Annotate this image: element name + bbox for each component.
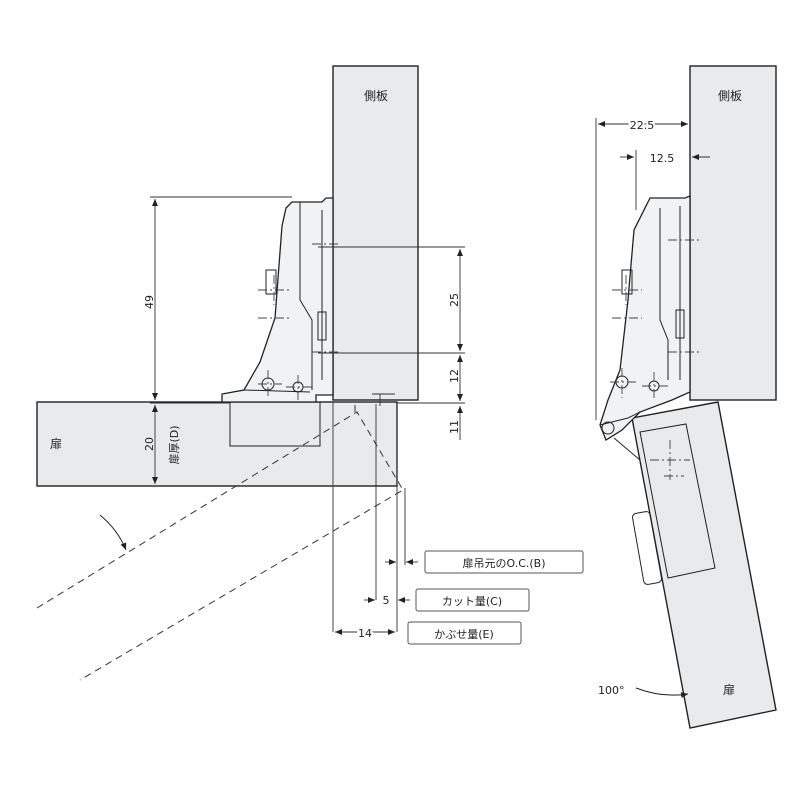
label-c-box: カット量(C) [415, 588, 530, 612]
dim-5: 5 [383, 594, 390, 607]
label-c: カット量(C) [442, 595, 502, 608]
side-panel-label-right: 側板 [718, 89, 742, 103]
dim-25: 25 [448, 293, 461, 307]
label-b-box: 扉吊元のO.C.(B) [424, 550, 584, 574]
hinge-arm-left [221, 197, 334, 403]
door-left [36, 401, 398, 487]
label-b: 扉吊元のO.C.(B) [462, 557, 545, 570]
label-e: かぶせ量(E) [434, 628, 494, 641]
door-label-right: 扉 [723, 683, 735, 697]
angle-label: 100° [598, 684, 625, 697]
label-e-box: かぶせ量(E) [407, 621, 522, 645]
dim-49: 49 [143, 295, 156, 309]
door-right [631, 401, 777, 729]
door-thickness-label: 扉厚(D) [168, 425, 181, 464]
dim-12-5: 12.5 [650, 152, 675, 165]
side-panel-left [332, 65, 419, 401]
left-view: 49 25 12 11 20 扉厚(D) 側板 扉 [36, 65, 584, 681]
dim-11: 11 [448, 420, 461, 434]
dim-14: 14 [358, 627, 372, 640]
dim-22-5: 22.5 [630, 119, 655, 132]
dim-12: 12 [448, 369, 461, 383]
dim-20: 20 [143, 437, 156, 451]
door-open-outline [36, 411, 404, 681]
door-label-left: 扉 [50, 437, 62, 451]
side-panel-right [689, 65, 777, 401]
side-panel-label-left: 側板 [364, 89, 388, 103]
right-view: 22.5 12.5 側板 扉 100° [595, 65, 777, 729]
